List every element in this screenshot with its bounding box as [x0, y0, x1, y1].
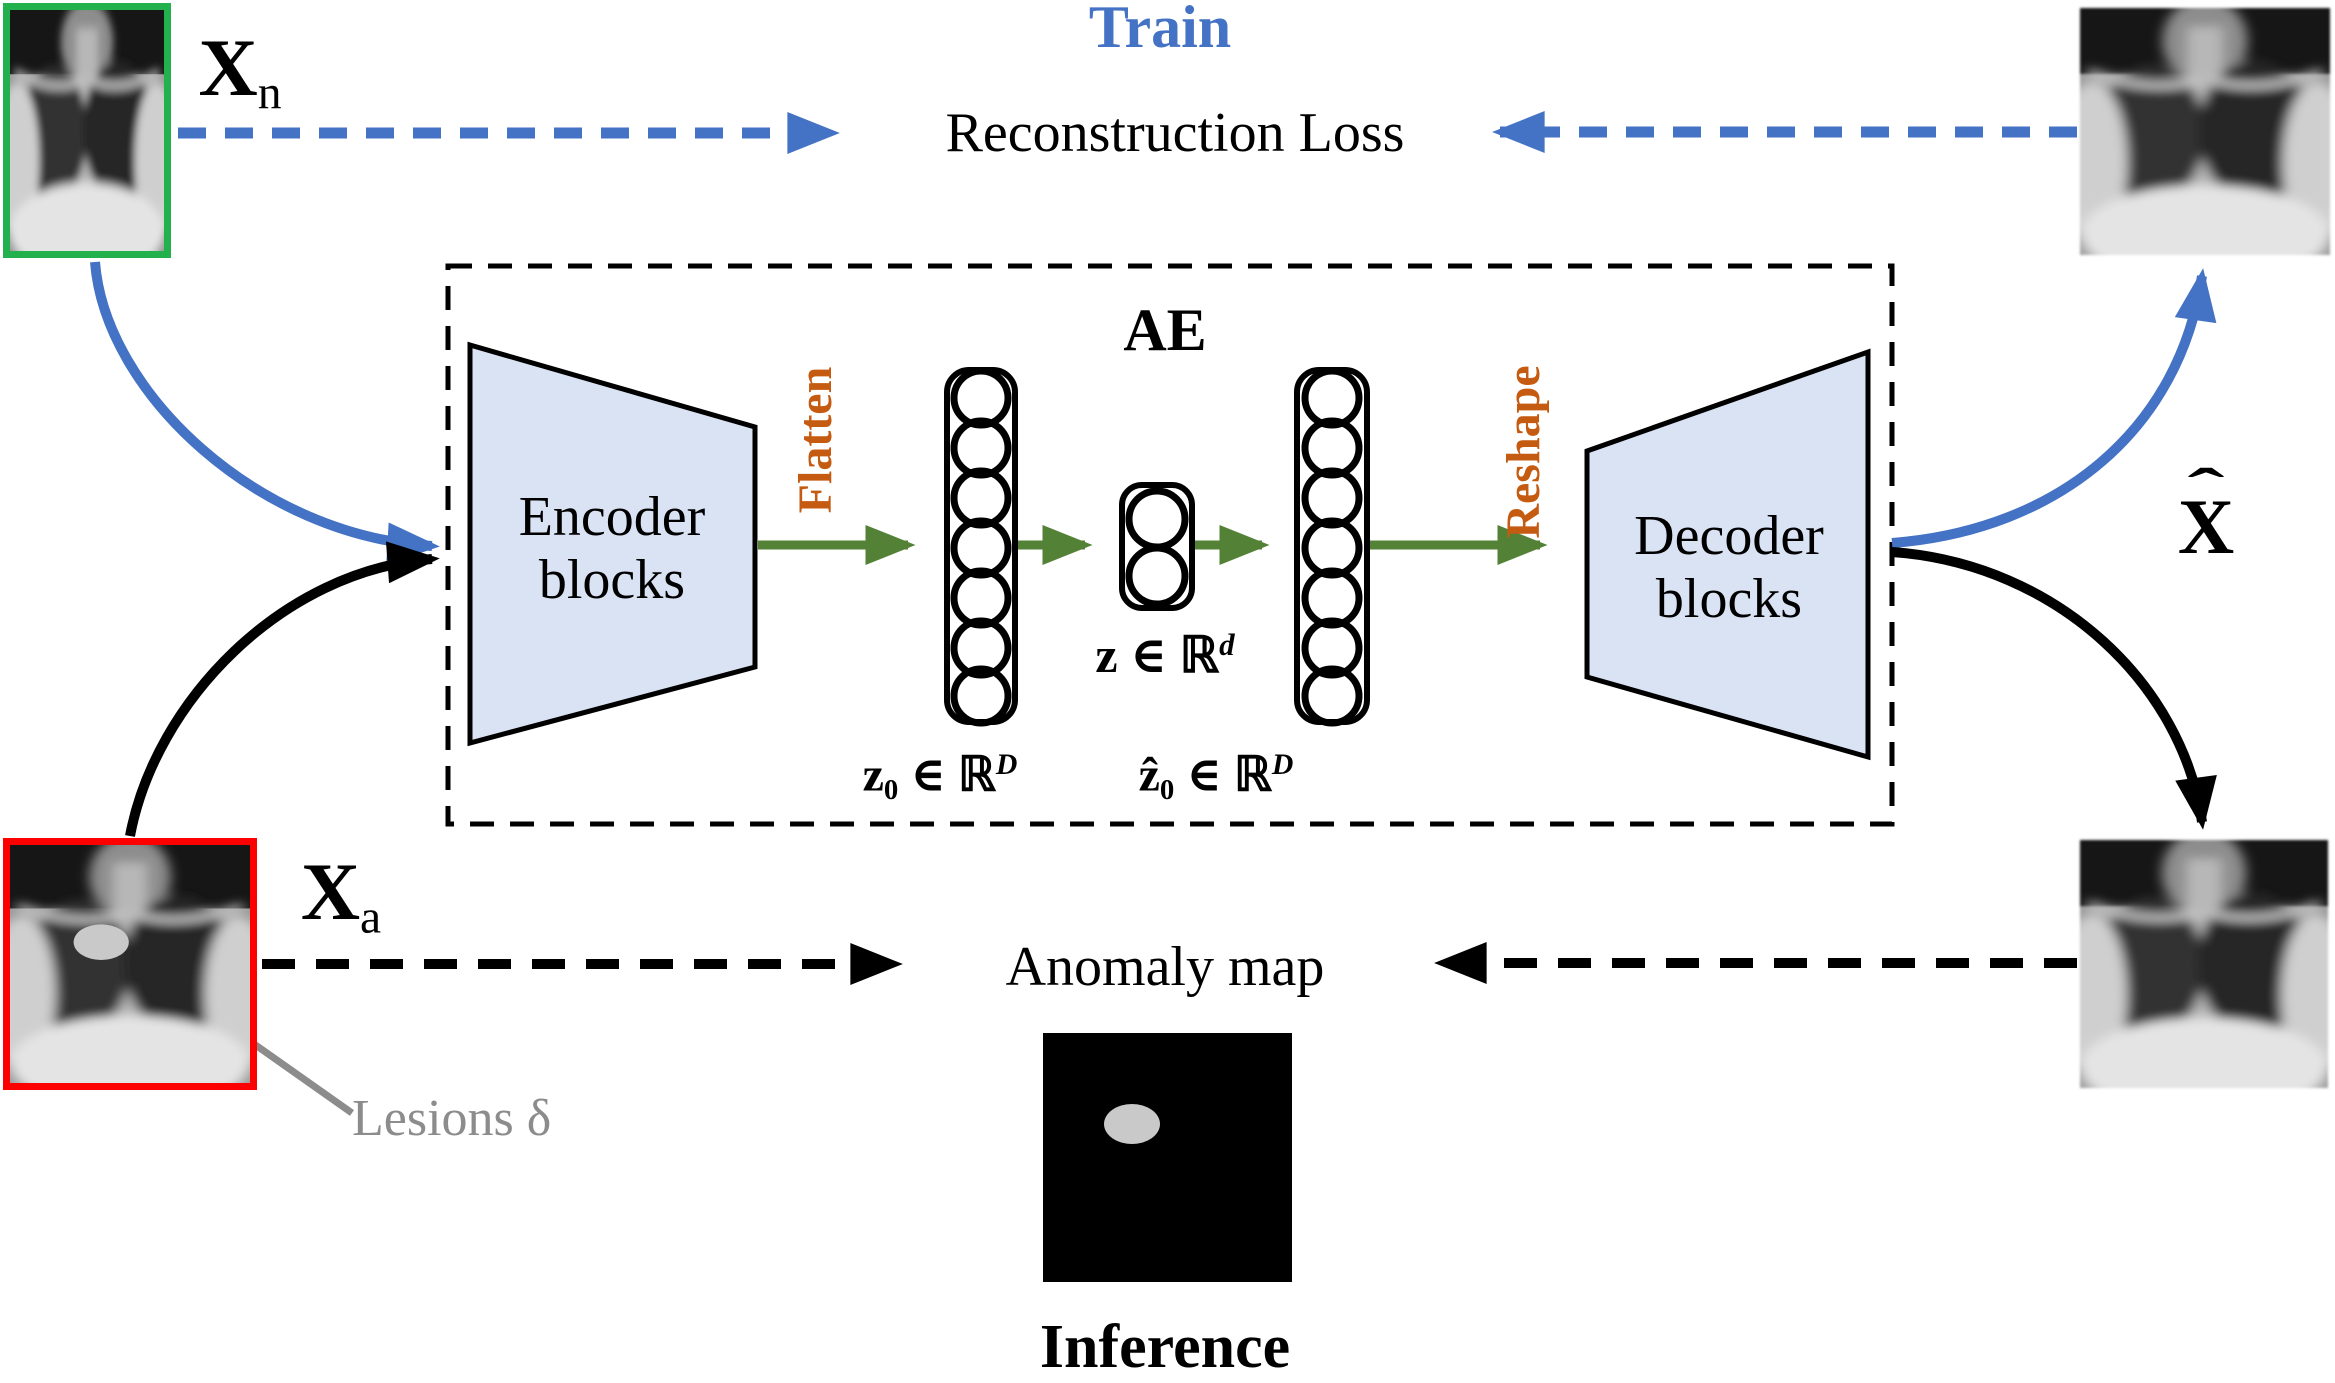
train-phase-title: Train — [1088, 0, 1232, 61]
latent-flat-label: z0 ∈ ℝD — [862, 747, 1018, 806]
anomaly-map-image — [1043, 1033, 1292, 1282]
xray-anomalous-input-image — [3, 838, 257, 1090]
normal-input-curve-arrow — [90, 261, 440, 565]
decoder-trapezoid — [1584, 348, 1871, 761]
flattened-vector-column — [944, 367, 1018, 727]
latent-reconstructed-label: ẑ0 ∈ ℝD — [1138, 747, 1294, 806]
lesion-blob — [73, 924, 129, 961]
xray-reconstruction-inference-image — [2080, 840, 2328, 1088]
latent-bottleneck-label: z ∈ ℝd — [1095, 626, 1235, 683]
xray-reconstruction-train-image — [2080, 8, 2330, 255]
flatten-label: Flatten — [789, 366, 843, 514]
anomaly-map-label: Anomaly map — [1005, 935, 1325, 998]
ae-box-title: AE — [1123, 297, 1207, 364]
reconstruction-curve-arrow-train — [1891, 268, 2217, 548]
anomalous-input-symbol: Xa — [300, 845, 382, 944]
ae-dashed-box — [445, 263, 1895, 827]
reshape-label: Reshape — [1497, 365, 1551, 539]
lesions-annotation-label: Lesions δ — [352, 1089, 552, 1147]
reconstruction-curve-arrow-inference — [1891, 547, 2217, 830]
reconstructed-vector-column — [1294, 367, 1370, 727]
bottleneck-vector-column — [1119, 482, 1195, 611]
anomalous-input-curve-arrow — [125, 541, 440, 837]
normal-input-symbol: Xn — [198, 21, 282, 120]
encoder-trapezoid — [467, 341, 758, 747]
reconstruction-loss-label: Reconstruction Loss — [945, 101, 1405, 164]
hat-accent: ˆ — [2187, 457, 2225, 523]
inference-phase-title: Inference — [1039, 1313, 1291, 1382]
xray-normal-input-image — [3, 3, 171, 258]
